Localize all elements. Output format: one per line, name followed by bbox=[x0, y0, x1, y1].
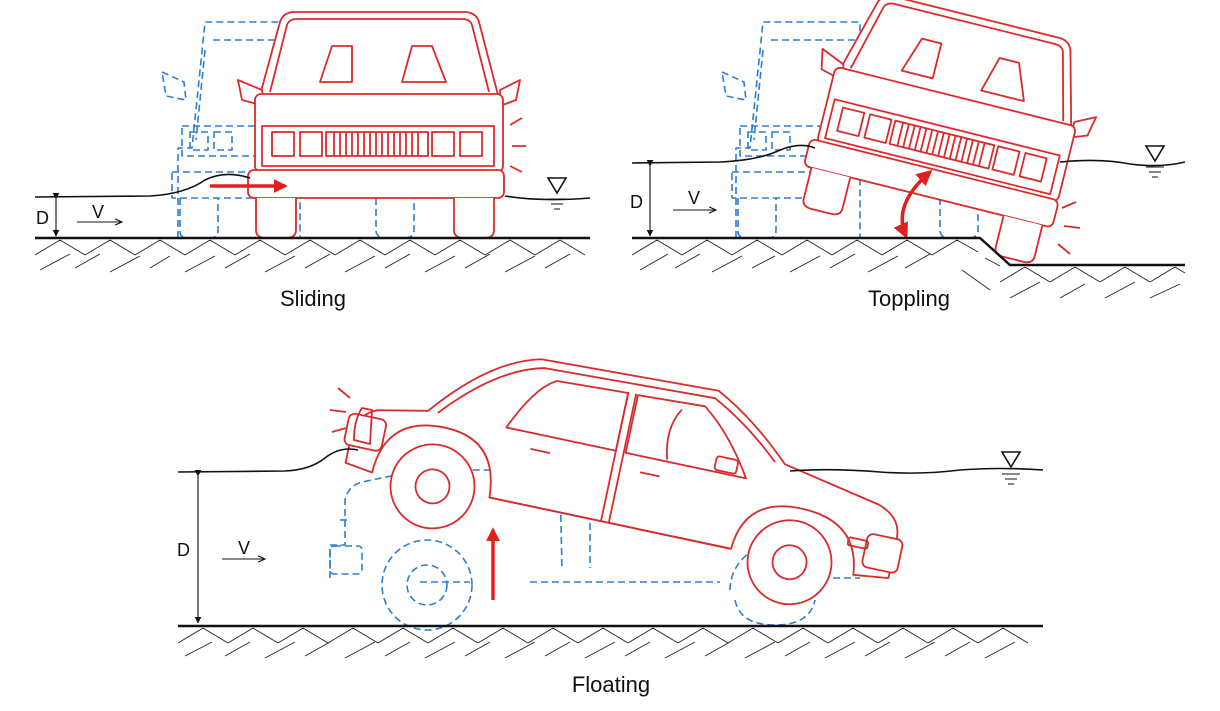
caption-floating: Floating bbox=[572, 672, 650, 697]
panel-sliding: D V Sliding bbox=[34, 11, 591, 311]
panel-toppling: D V Toppling bbox=[630, 0, 1186, 311]
velocity-label: V bbox=[92, 202, 104, 222]
caption-sliding: Sliding bbox=[280, 286, 346, 311]
water-surface-line bbox=[34, 173, 591, 201]
hatched-ground-icon bbox=[631, 239, 1186, 299]
caption-toppling: Toppling bbox=[868, 286, 950, 311]
panel-floating: D V Floating bbox=[177, 358, 1044, 697]
velocity-label: V bbox=[688, 188, 700, 208]
water-surface-line bbox=[177, 448, 1044, 474]
grille bbox=[333, 132, 419, 156]
force-arrow-toppling bbox=[893, 169, 933, 239]
hatched-ground-icon bbox=[177, 627, 1029, 659]
depth-label: D bbox=[177, 540, 190, 560]
truck-displaced bbox=[237, 11, 526, 239]
truck-toppling bbox=[802, 0, 1098, 264]
depth-label: D bbox=[630, 192, 643, 212]
water-surface-line bbox=[631, 144, 1186, 167]
sedan-floating bbox=[343, 358, 904, 606]
velocity-label: V bbox=[238, 538, 250, 558]
hatched-ground-icon bbox=[34, 239, 586, 273]
depth-label: D bbox=[36, 208, 49, 228]
